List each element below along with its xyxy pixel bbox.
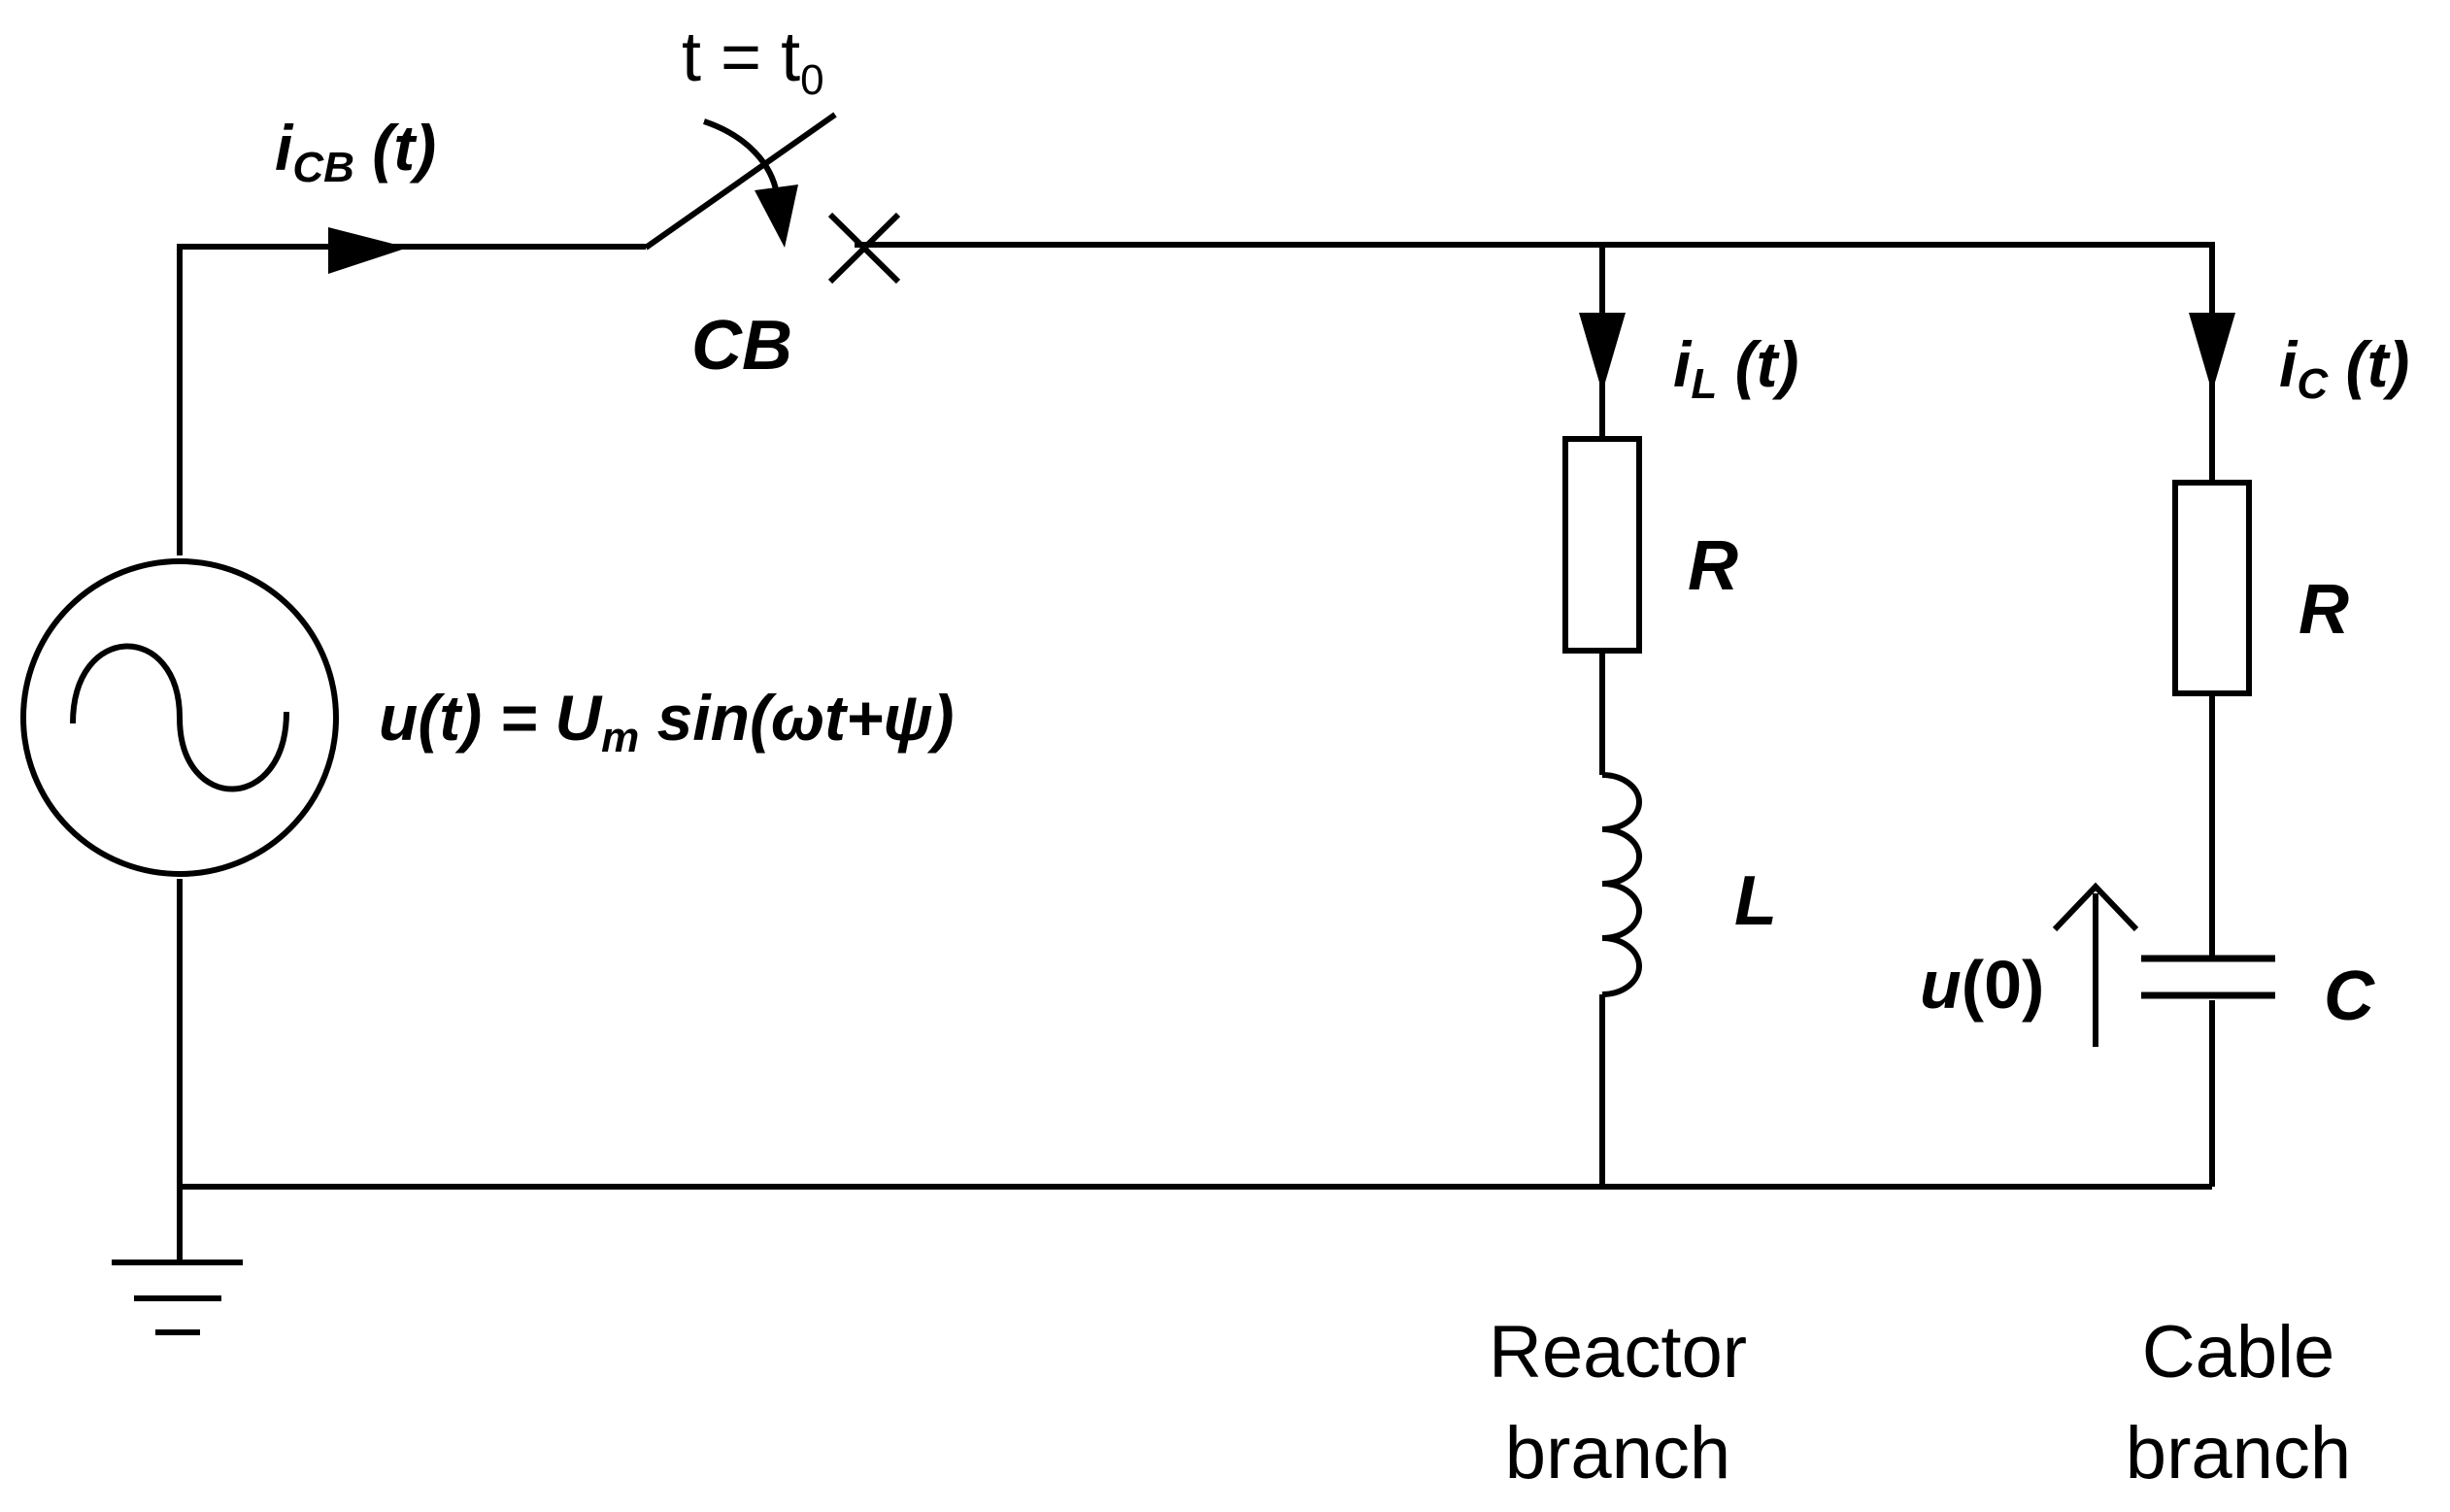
reactor-resistor	[1562, 436, 1642, 654]
label-icb: iCB (t)	[275, 112, 436, 191]
u0-arrow-icon	[2052, 882, 2139, 1047]
cable-resistor	[2172, 480, 2252, 696]
label-reactor-branch-line2: branch	[1505, 1412, 1730, 1495]
label-switch-time: t = t0	[682, 18, 824, 104]
label-capacitor-c: C	[2324, 958, 2375, 1035]
arrow-ic-icon	[2189, 313, 2235, 392]
breaker-opening-arrow	[703, 118, 780, 195]
label-u0: u(0)	[1920, 947, 2044, 1023]
label-source-equation: u(t) = Um sin(ωt+ψ)	[379, 682, 955, 761]
breaker-blade	[644, 112, 837, 251]
wire-source-bottom	[177, 879, 2212, 1190]
wires	[177, 242, 2215, 1262]
arrow-il-icon	[1579, 313, 1626, 392]
wire-source-top	[177, 244, 646, 555]
label-inductor-l: L	[1734, 862, 1777, 940]
cable-capacitor	[2141, 955, 2275, 999]
label-il: iL (t)	[1673, 328, 1799, 408]
arrow-icb-icon	[328, 227, 408, 274]
breaker-arrow-head-icon	[755, 185, 798, 248]
circuit-breaker	[644, 112, 901, 285]
label-ic: iC (t)	[2279, 328, 2409, 408]
ac-source	[20, 558, 339, 877]
breaker-contact-x2	[827, 212, 901, 285]
label-reactor-r: R	[1688, 527, 1738, 605]
label-reactor-branch-line1: Reactor	[1489, 1311, 1747, 1394]
label-cb: CB	[691, 307, 792, 385]
ground-icon	[112, 1260, 243, 1335]
label-cable-r: R	[2299, 571, 2349, 649]
reactor-inductor	[1601, 772, 1642, 997]
sine-wave-icon	[70, 643, 289, 792]
label-cable-branch-line2: branch	[2126, 1412, 2351, 1495]
wire-top-bus	[855, 242, 2215, 398]
label-cable-branch-line1: Cable	[2142, 1311, 2335, 1394]
